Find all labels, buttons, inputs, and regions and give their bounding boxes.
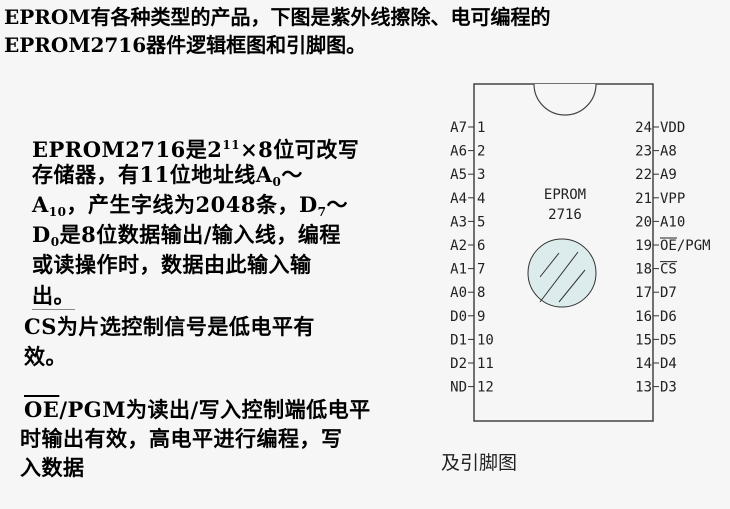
pin-number: 23 [635,144,652,160]
pin-number: 15 [635,332,652,348]
pin-label: OE/PGM [660,238,711,254]
pin-label: A4 [450,191,467,207]
uv-window-icon [527,238,597,308]
pin-label: A0 [450,285,467,301]
pin-number: 6 [477,238,485,254]
pin-number: 10 [477,332,494,348]
caption: 及引脚图 [441,452,518,474]
pin-number: 2 [477,144,485,160]
title-line-1: EPROM有各种类型的产品，下图是紫外线擦除、电可编程的 [4,5,551,29]
pin-label: D2 [450,356,467,372]
oe-line-1: OE/PGM为读出/写入控制端低电平 [24,397,371,422]
pin-label: CS [660,262,677,278]
pin-number: 11 [477,356,494,372]
pin-number: 18 [635,262,652,278]
oe-line-3: 入数据 [20,455,85,480]
pin-number: 3 [477,167,485,183]
pin-number: 13 [635,380,652,396]
desc-line-1: EPROM2716是211×8位可改写 [32,137,360,162]
pin-label: ND [450,380,467,396]
pin-label: A10 [660,214,685,230]
chip-name-1: EPROM [544,187,586,203]
pin-label: A6 [450,144,467,160]
pin-label: D0 [450,309,467,325]
pin-number: 20 [635,214,652,230]
desc-line-4: D0是8位数据输出/输入线，编程 [32,222,341,249]
pin-label: D6 [660,309,677,325]
pin-number: 24 [635,120,652,136]
desc-line-5: 或读操作时，数据由此输入输 [32,252,312,277]
pin-label: A8 [660,144,677,160]
pin-number: 12 [477,380,494,396]
pin-label: A7 [450,120,467,136]
pin-number: 14 [635,356,652,372]
pin-number: 16 [635,309,652,325]
pin-number: 17 [635,285,652,301]
oe-line-2: 时输出有效，高电平进行编程，写 [20,426,343,451]
pin-label: D4 [660,356,677,372]
pin-number: 5 [477,214,485,230]
pin-number: 8 [477,285,485,301]
desc-line-2: 存储器，有11位地址线A0～ [32,162,303,189]
chip-notch [533,83,597,116]
title-line-2: EPROM2716器件逻辑框图和引脚图。 [4,33,367,57]
chip-name-2: 2716 [548,207,582,223]
pin-number: 9 [477,309,485,325]
pin-label: D1 [450,332,467,348]
pin-number: 22 [635,167,652,183]
pin-number: 1 [477,120,485,136]
cs-line-1: CS为片选控制信号是低电平有 [24,314,315,339]
pin-label: D3 [660,380,677,396]
pin-number: 21 [635,191,652,207]
pin-label: A5 [450,167,467,183]
pin-label: A3 [450,214,467,230]
pin-label: A2 [450,238,467,254]
pin-label: D7 [660,285,677,301]
desc-line-3: A10，产生字线为2048条，D7～ [32,192,349,219]
pin-number: 4 [477,191,485,207]
pin-label: A9 [660,167,677,183]
pin-label: VPP [660,191,685,207]
cs-line-2: 效。 [24,344,67,369]
pin-number: 19 [635,238,652,254]
pin-label: A1 [450,262,467,278]
desc-line-6: 出。 [32,283,75,310]
pin-label: VDD [660,120,685,136]
pin-number: 7 [477,262,485,278]
pin-label: D5 [660,332,677,348]
